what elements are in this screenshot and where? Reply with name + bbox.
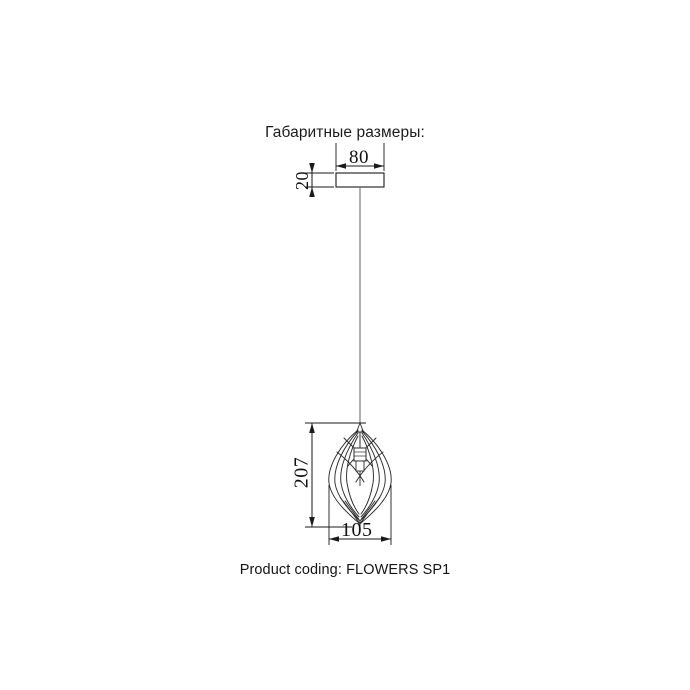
socket-collar bbox=[355, 460, 365, 472]
petal-outer-right bbox=[360, 429, 392, 524]
arrow-bottom bbox=[309, 517, 315, 527]
dimension-shade-height bbox=[305, 422, 366, 528]
arrow-bottom bbox=[309, 187, 315, 197]
page-title: Габаритные размеры: bbox=[265, 124, 425, 141]
dimension-shade-width bbox=[328, 485, 392, 545]
arrow-right bbox=[374, 163, 384, 169]
rib-cross-mid-right bbox=[355, 451, 384, 483]
rib-lower-right bbox=[359, 496, 381, 525]
petal-third-left bbox=[340, 432, 360, 518]
petal-outer-left bbox=[328, 429, 360, 524]
dimension-label-shade-height: 207 bbox=[290, 456, 313, 489]
dimension-label-shade-width: 105 bbox=[341, 519, 373, 541]
lamp-socket bbox=[353, 432, 367, 486]
socket-body bbox=[353, 447, 367, 462]
dimension-label-canopy-height: 20 bbox=[292, 171, 312, 190]
dimension-canopy-width bbox=[335, 143, 385, 171]
ceiling-canopy bbox=[335, 172, 385, 188]
petal-inner-right bbox=[360, 435, 374, 515]
product-coding-label: Product coding: FLOWERS SP1 bbox=[239, 562, 451, 578]
arrow-top bbox=[309, 423, 315, 433]
rib-lower-left bbox=[339, 496, 361, 525]
dimension-canopy-height bbox=[305, 163, 334, 197]
petal-inner-left bbox=[346, 435, 360, 515]
arrow-left bbox=[336, 163, 346, 169]
arrow-top bbox=[309, 163, 315, 173]
petal-third-right bbox=[360, 432, 380, 518]
rib-cross-mid-left bbox=[336, 451, 365, 483]
dimension-label-canopy-width: 80 bbox=[349, 147, 369, 168]
arrow-left bbox=[329, 536, 339, 542]
canopy-body bbox=[335, 172, 385, 188]
arrow-right bbox=[381, 536, 391, 542]
